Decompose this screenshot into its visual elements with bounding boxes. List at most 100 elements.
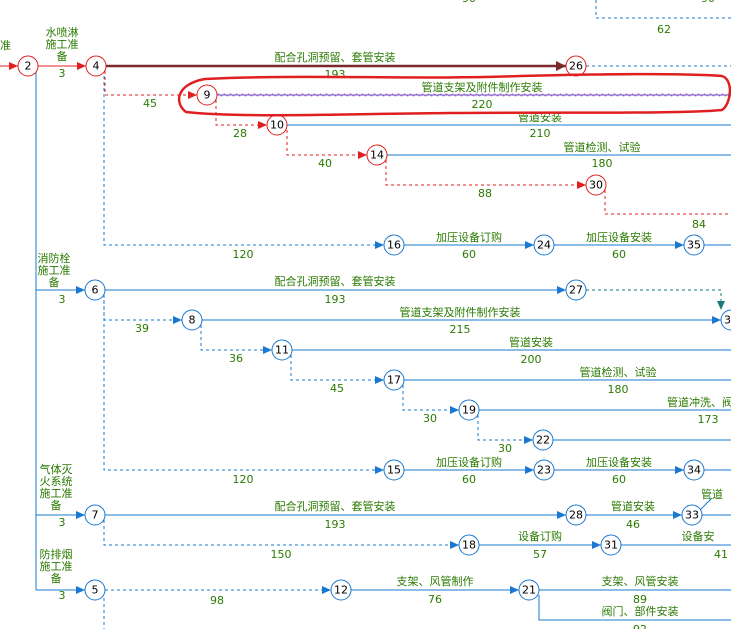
activity-duration-a21-y: 92 <box>633 623 647 629</box>
node-circle-9 <box>196 84 218 106</box>
edge-a7-18 <box>103 520 459 549</box>
node-number-23: 23 <box>537 464 551 477</box>
node-18[interactable]: 18 <box>458 534 480 556</box>
activity-duration-a19-22: 30 <box>498 442 512 455</box>
activity-name-a21-x: 支架、风管安装 <box>602 574 679 588</box>
edge-a8-11 <box>200 325 272 354</box>
node-circle-35 <box>683 234 705 256</box>
top-number-1: 90 <box>701 0 715 5</box>
group-label-g4-line-1: 施工准 <box>40 560 73 573</box>
node-2[interactable]: 2 <box>17 55 39 77</box>
edge-a21-y <box>538 595 731 621</box>
activity-name-a18-31: 设备订购 <box>518 529 562 543</box>
edge-a9-10 <box>215 100 267 129</box>
node-number-19: 19 <box>462 404 476 417</box>
node-14[interactable]: 14 <box>366 144 388 166</box>
group-duration-g2: 3 <box>59 293 66 306</box>
node-21[interactable]: 21 <box>518 579 540 601</box>
lasso-annotation <box>177 72 731 117</box>
node-17[interactable]: 17 <box>383 369 405 391</box>
node-34[interactable]: 34 <box>683 459 705 481</box>
edge-a10-14 <box>286 130 367 159</box>
activity-duration-a17-x: 180 <box>608 383 629 396</box>
node-23[interactable]: 23 <box>533 459 555 481</box>
activity-duration-a30-x: 84 <box>692 218 706 231</box>
edge-a14-30 <box>385 160 586 189</box>
node-15[interactable]: 15 <box>383 459 405 481</box>
activity-name-a17-x: 管道检测、试验 <box>580 365 657 379</box>
node-number-2: 2 <box>25 60 32 73</box>
node-circle-23 <box>533 459 555 481</box>
node-circle-12 <box>330 579 352 601</box>
activity-duration-a14-x: 180 <box>592 157 613 170</box>
node-number-30: 30 <box>589 179 603 192</box>
node-30[interactable]: 30 <box>585 174 607 196</box>
node-12[interactable]: 12 <box>330 579 352 601</box>
activity-name-a19-x: 管道冲洗、阀 <box>667 395 731 409</box>
group-label-g4-line-0: 防排烟 <box>40 547 73 561</box>
activity-name-a9-x: 管道支架及附件制作安装 <box>422 80 543 94</box>
node-circle-34 <box>683 459 705 481</box>
activity-name-a16-24: 加压设备订购 <box>436 230 502 244</box>
node-27[interactable]: 27 <box>565 279 587 301</box>
activity-name-a12-21: 支架、风管制作 <box>397 574 474 588</box>
activity-name-a6-27: 配合孔洞预留、套管安装 <box>275 274 396 288</box>
activity-duration-a12-21: 76 <box>428 593 442 606</box>
node-number-6: 6 <box>92 284 99 297</box>
activity-duration-a24-35: 60 <box>612 248 626 261</box>
node-33[interactable]: 33 <box>681 504 703 526</box>
node-26[interactable]: 26 <box>565 55 587 77</box>
node-7[interactable]: 7 <box>84 504 106 526</box>
activity-duration-a11-17: 45 <box>330 382 344 395</box>
node-5[interactable]: 5 <box>84 579 106 601</box>
node-28[interactable]: 28 <box>565 504 587 526</box>
edge-a19-22 <box>477 415 533 444</box>
edge-33-diag <box>699 497 713 511</box>
node-22[interactable]: 22 <box>532 429 554 451</box>
node-circle-37 <box>720 309 731 331</box>
node-circle-31 <box>600 534 622 556</box>
node-circle-8 <box>181 309 203 331</box>
group-label-g3-line-0: 气体灭 <box>40 462 73 476</box>
group-label-g1-line-1: 施工准 <box>46 38 79 51</box>
node-37[interactable]: 37 <box>720 309 731 331</box>
node-circle-24 <box>533 234 555 256</box>
activity-duration-a31-x: 41 <box>714 548 728 561</box>
activity-name-a15-23: 加压设备订购 <box>436 455 502 469</box>
node-circle-14 <box>366 144 388 166</box>
group-label-g2-line-0: 消防栓 <box>38 251 71 265</box>
node-number-15: 15 <box>387 464 401 477</box>
node-number-26: 26 <box>569 60 583 73</box>
node-number-8: 8 <box>189 314 196 327</box>
wavy-edge-a9-x <box>216 93 731 97</box>
top-number-2: 62 <box>657 23 671 36</box>
node-number-10: 10 <box>270 119 284 132</box>
node-number-14: 14 <box>370 149 384 162</box>
node-19[interactable]: 19 <box>458 399 480 421</box>
activity-duration-a7-28: 193 <box>325 518 346 531</box>
activity-duration-a4-9: 45 <box>143 97 157 110</box>
activity-name-a28-33: 管道安装 <box>611 499 655 513</box>
node-11[interactable]: 11 <box>271 339 293 361</box>
node-35[interactable]: 35 <box>683 234 705 256</box>
node-24[interactable]: 24 <box>533 234 555 256</box>
node-6[interactable]: 6 <box>84 279 106 301</box>
activity-duration-a18-31: 57 <box>533 548 547 561</box>
group-duration-g4: 3 <box>59 589 66 602</box>
node-4[interactable]: 4 <box>85 55 107 77</box>
activity-duration-a6-8: 39 <box>135 322 149 335</box>
node-8[interactable]: 8 <box>181 309 203 331</box>
node-16[interactable]: 16 <box>383 234 405 256</box>
node-31[interactable]: 31 <box>600 534 622 556</box>
node-number-12: 12 <box>334 584 348 597</box>
activity-duration-a17-19: 30 <box>423 412 437 425</box>
node-10[interactable]: 10 <box>266 114 288 136</box>
activity-name-a31-x: 设备安 <box>682 529 715 543</box>
node-number-5: 5 <box>92 584 99 597</box>
node-number-9: 9 <box>204 89 211 102</box>
node-9[interactable]: 9 <box>196 84 218 106</box>
node-number-33: 33 <box>685 509 699 522</box>
edge-a30-x <box>604 190 731 215</box>
